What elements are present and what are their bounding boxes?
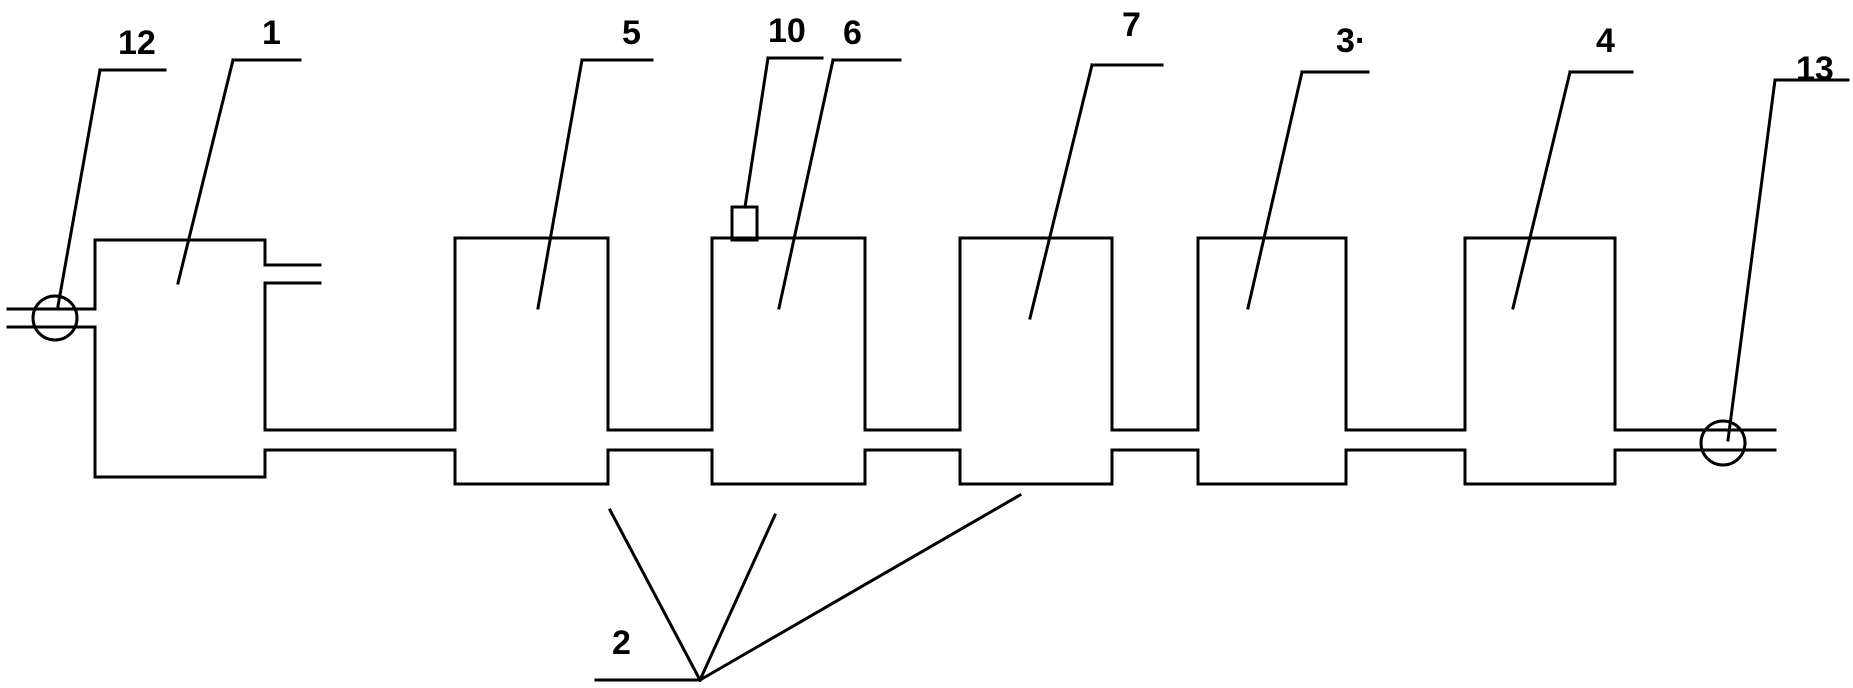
pipe-7-3 [1110, 428, 1200, 452]
unit-6 [710, 236, 867, 486]
leader-lines [56, 56, 1850, 683]
pipe-6-7 [863, 428, 962, 452]
label-12: 12 [118, 24, 156, 62]
inlet-pipe [6, 307, 97, 329]
pipe-3-4 [1344, 428, 1467, 452]
label-2: 2 [612, 624, 631, 662]
unit-5 [453, 236, 610, 486]
label-10: 10 [768, 12, 806, 50]
pipe-1-5 [263, 428, 457, 452]
label-5: 5 [622, 14, 641, 52]
unit-1 [93, 238, 322, 479]
sensor-10 [730, 205, 759, 242]
flow-meter-12 [31, 294, 79, 342]
label-13: 13 [1796, 50, 1834, 88]
label-1: 1 [262, 14, 281, 52]
pipe-5-6 [606, 428, 714, 452]
outlet-pipe [1613, 428, 1777, 452]
label-3: 3· [1336, 22, 1366, 60]
label-7: 7 [1122, 6, 1141, 44]
unit-7 [958, 236, 1114, 486]
label-4: 4 [1596, 22, 1615, 60]
unit-3 [1196, 236, 1348, 486]
flow-meter-13 [1699, 419, 1747, 467]
label-6: 6 [843, 14, 862, 52]
unit-4 [1463, 236, 1617, 486]
